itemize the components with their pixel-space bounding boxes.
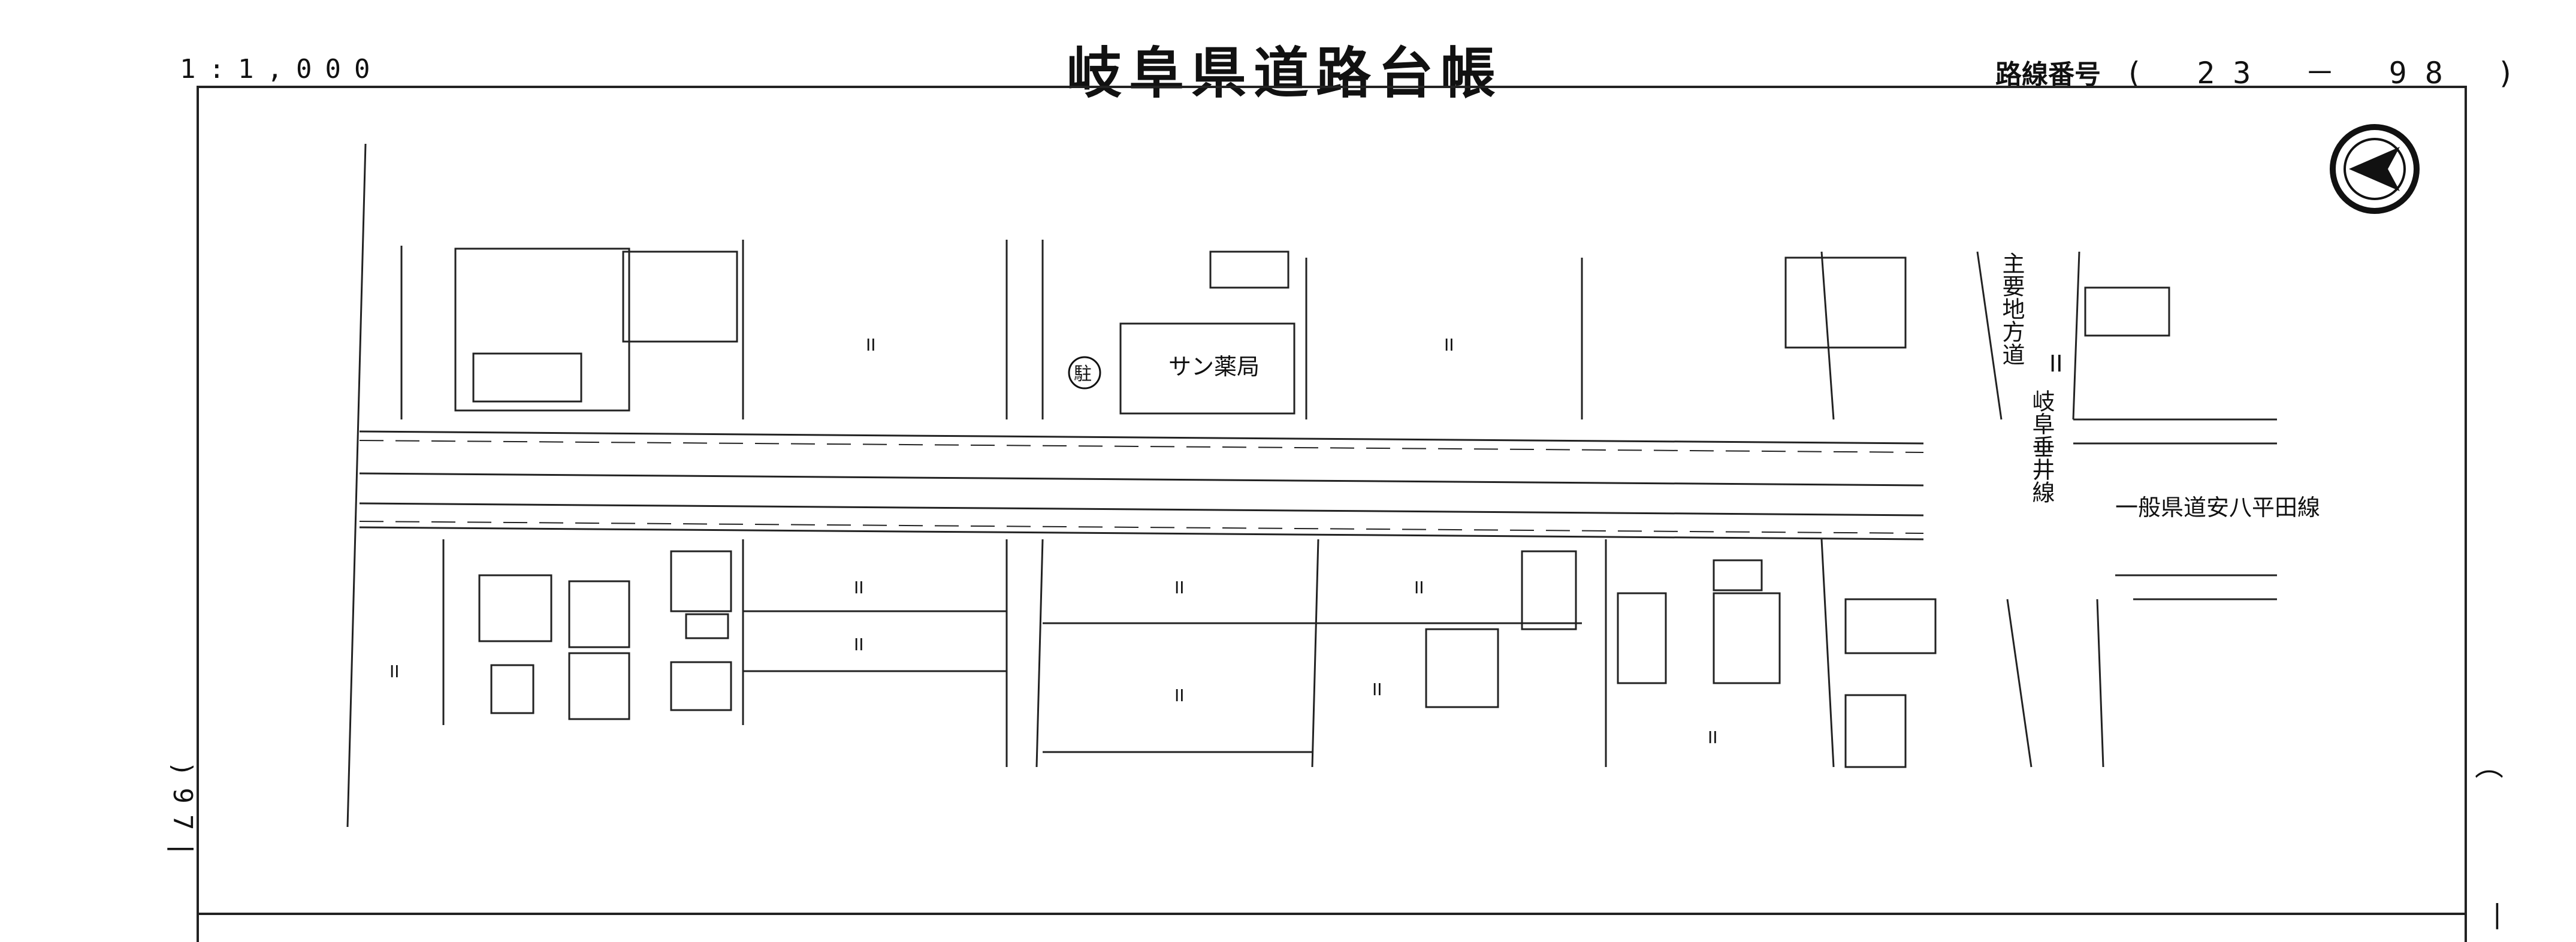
lower-blocks xyxy=(743,610,1582,753)
map-frame xyxy=(197,86,2467,942)
parcel-mark: II xyxy=(854,578,864,597)
road-label-vertical-2-box: 岐阜垂井線 xyxy=(2028,390,2055,503)
parcel-marks: II II II II II II II II II II xyxy=(389,335,1718,747)
route-label: 路線番号 xyxy=(1995,59,2101,90)
road-label-vertical-2: 岐阜垂井線 xyxy=(2028,390,2055,503)
road-label-vertical-box: 主要地方道 xyxy=(1998,252,2025,366)
left-page-number: )97| xyxy=(167,761,198,868)
parcel-mark: II xyxy=(1414,578,1424,597)
main-road xyxy=(359,430,1924,541)
parcel-mark: II xyxy=(866,335,876,355)
parking-symbol: 駐 xyxy=(1074,364,1092,385)
parking-circle xyxy=(1068,356,1101,390)
cross-streets xyxy=(346,143,2277,828)
road-label-vertical: 主要地方道 xyxy=(1998,252,2025,366)
road-label-right: 一般県道安八平田線 xyxy=(2115,494,2320,521)
parcel-mark: II xyxy=(1174,578,1185,597)
parcel-mark: II xyxy=(1174,686,1185,705)
building-label: サン薬局 xyxy=(1168,354,1260,380)
parcel-mark-right: II xyxy=(2049,351,2062,377)
parcel-mark: II xyxy=(1372,680,1382,699)
parcel-mark: II xyxy=(1444,335,1454,355)
north-arrow-icon xyxy=(2330,124,2420,214)
right-paren-mark: ⌒ xyxy=(2475,768,2504,802)
parcel-mark: II xyxy=(854,635,864,654)
parcel-mark: II xyxy=(389,662,400,681)
route-number: ( 23 － 98 ) xyxy=(2125,56,2533,90)
parcel-mark: II xyxy=(1708,727,1718,747)
page-title: 岐阜県道路台帳 xyxy=(1067,41,1503,105)
right-dash-mark: | xyxy=(2493,899,2502,929)
route-number-block: 路線番号 ( 23 － 98 ) xyxy=(1995,49,2533,92)
buildings xyxy=(454,247,2170,768)
scale-label: 1:1,000 xyxy=(180,54,383,84)
